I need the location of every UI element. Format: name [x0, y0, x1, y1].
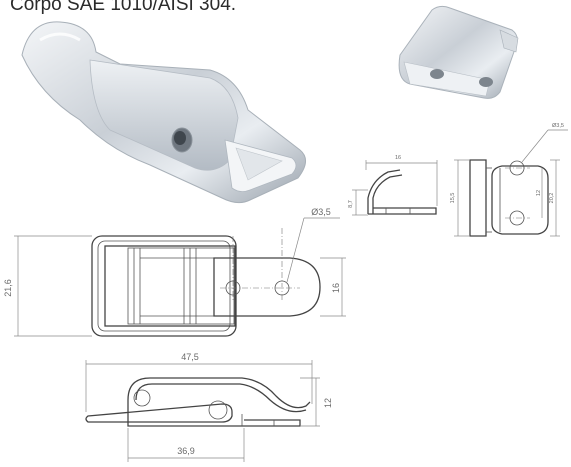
material-heading: Corpo SAE 1010/AISI 304.	[10, 0, 237, 15]
latch-side-view	[85, 360, 320, 462]
keeper-photo	[398, 5, 519, 99]
latch-hole-spacing-label: 16	[331, 283, 341, 293]
keeper-hole-spacing-label: 12	[536, 190, 542, 196]
keeper-outer-height-label: 20,2	[549, 193, 555, 204]
keeper-height-label: 8,7	[348, 200, 354, 208]
latch-hole-diameter-label: Ø3,5	[311, 207, 331, 217]
latch-overall-length-label: 47,5	[181, 352, 199, 362]
keeper-hole-diameter-label: Ø3,5	[552, 123, 564, 129]
latch-height-label: 21,6	[3, 279, 13, 297]
latch-photo	[21, 21, 306, 204]
keeper-width-label: 16	[395, 155, 401, 161]
latch-base-length-label: 36,9	[177, 446, 195, 456]
keeper-side-view	[352, 160, 438, 216]
latch-side-height-label: 12	[323, 398, 333, 408]
keeper-front-height-label: 15,5	[450, 193, 456, 204]
latch-top-view	[14, 217, 346, 337]
keeper-front-view	[454, 129, 568, 237]
